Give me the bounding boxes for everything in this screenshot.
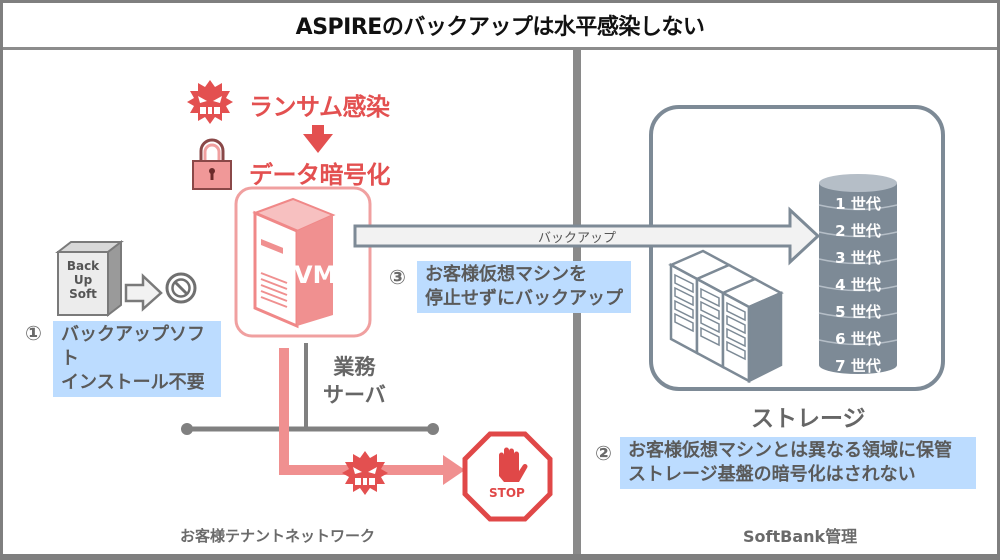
infection-path <box>279 348 465 485</box>
data-encryption-label: データ暗号化 <box>249 161 391 189</box>
note3-line: 停止せずにバックアップ <box>425 288 623 309</box>
tenant-network-label: お客様テナントネットワーク <box>180 527 376 545</box>
vm-container <box>234 186 372 338</box>
backup-software-label: Back Up Soft <box>58 259 108 301</box>
note2-highlight: お客様仮想マシンとは異なる領域に保管 ストレージ基盤の暗号化はされない <box>620 437 976 489</box>
backup-soft-line: Back <box>66 259 100 273</box>
diagram-frame: ASPIREのバックアップは水平感染しない <box>3 3 997 554</box>
note1-line: インストール不要 <box>61 372 205 393</box>
padlock-icon <box>192 138 232 190</box>
note1-number: ① <box>25 321 42 345</box>
ransomware-infection-label: ランサム感染 <box>249 93 390 121</box>
backup-soft-line: Soft <box>69 287 97 301</box>
generation-item: 7 世代 <box>835 357 881 375</box>
virus-icon <box>187 80 233 124</box>
note3-line: お客様仮想マシンを <box>425 264 587 285</box>
generation-item: 5 世代 <box>835 303 881 321</box>
diagram-graphics <box>55 80 945 522</box>
note1-line: バックアップソフト <box>61 324 205 369</box>
storage-container <box>649 105 945 391</box>
generation-item: 6 世代 <box>835 330 881 348</box>
storage-rack-icon <box>668 249 784 384</box>
down-arrow-icon <box>303 125 333 153</box>
note2-number: ② <box>595 441 612 465</box>
diagram-title: ASPIREのバックアップは水平感染しない <box>3 3 997 50</box>
tenant-network-line <box>181 343 439 435</box>
note3-highlight: お客様仮想マシンを 停止せずにバックアップ <box>417 261 631 313</box>
generation-item: 2 世代 <box>835 222 881 240</box>
vm-server-icon <box>252 197 336 329</box>
vm-label: VM <box>294 261 337 289</box>
backup-arrow <box>353 206 821 266</box>
backup-soft-line: Up <box>73 273 93 287</box>
virus-icon-network <box>342 451 388 495</box>
right-arrow-icon <box>124 273 163 312</box>
generation-list: 1 世代 2 世代 3 世代 4 世代 5 世代 6 世代 7 世代 <box>819 192 897 375</box>
softbank-managed-label: SoftBank管理 <box>743 527 858 546</box>
note2-line: お客様仮想マシンとは異なる領域に保管 <box>628 440 952 461</box>
storage-label: ストレージ <box>751 406 866 432</box>
note3-number: ③ <box>389 265 406 289</box>
server-label-line: サーバ <box>323 383 386 407</box>
generation-item: 1 世代 <box>835 195 881 213</box>
backup-software-box-icon <box>55 239 124 318</box>
note2-line: ストレージ基盤の暗号化はされない <box>628 464 916 485</box>
prohibited-icon <box>165 272 197 304</box>
server-label-line: 業務 <box>333 355 376 379</box>
backup-arrow-label: バックアップ <box>538 231 617 246</box>
business-server-label: 業務 サーバ <box>323 353 386 409</box>
generation-item: 4 世代 <box>835 276 881 294</box>
generation-item: 3 世代 <box>835 249 881 267</box>
stop-sign-icon <box>462 431 553 522</box>
stop-label: STOP <box>489 486 525 500</box>
generation-cylinder-icon <box>818 174 898 374</box>
note1-highlight: バックアップソフト インストール不要 <box>53 321 221 397</box>
